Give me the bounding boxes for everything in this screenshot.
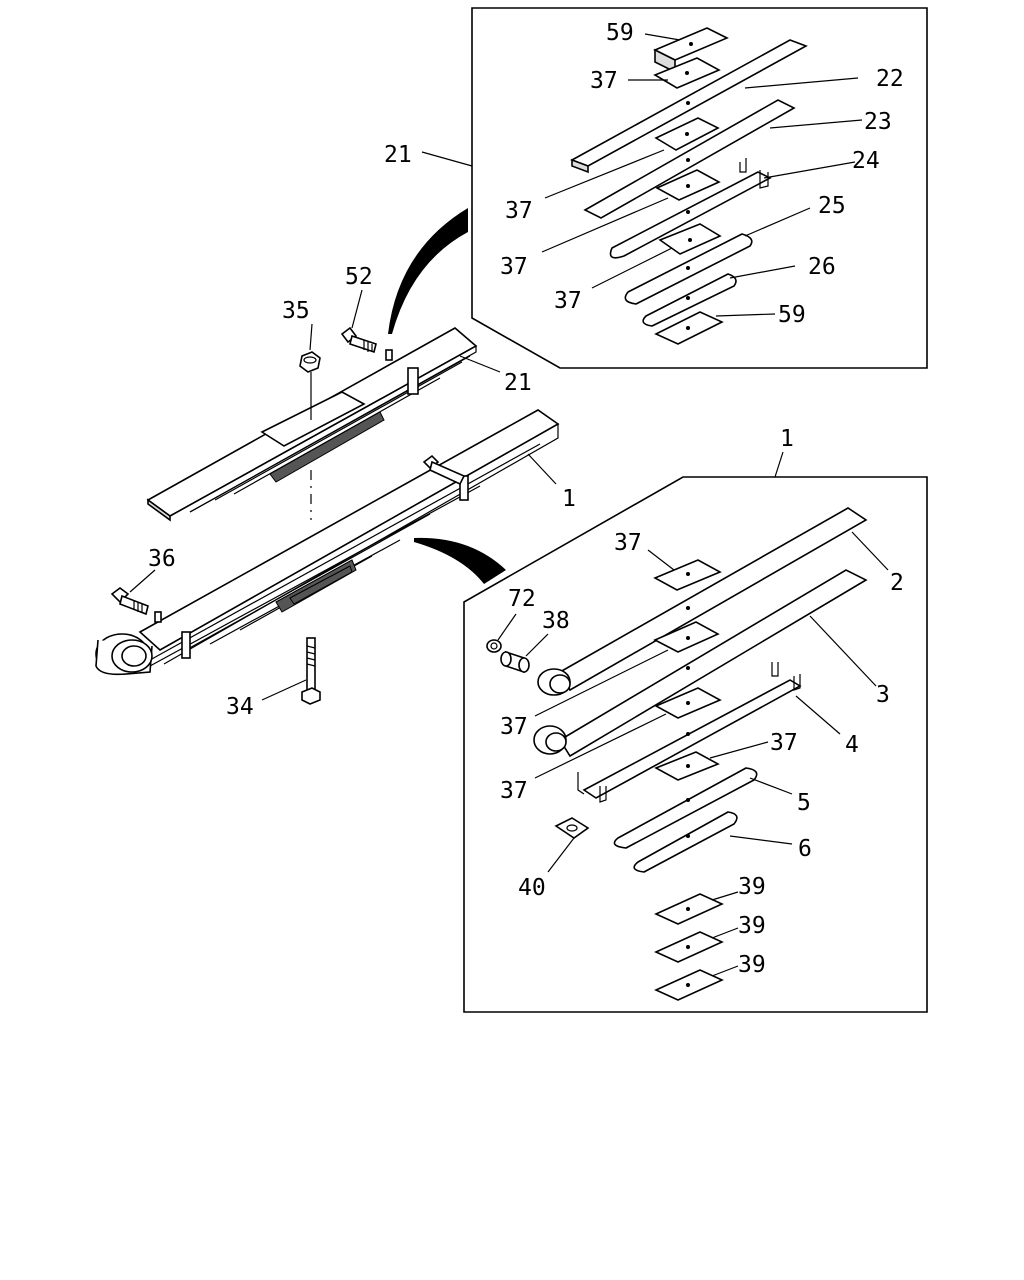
insert-37-e xyxy=(653,559,722,591)
callout-59: 59 xyxy=(778,302,806,328)
leaf-23 xyxy=(583,99,796,219)
callout-24: 24 xyxy=(852,148,880,174)
callout-38: 38 xyxy=(542,608,570,634)
callout-39: 39 xyxy=(738,913,766,939)
insert-37-h xyxy=(654,751,720,781)
callout-52: 52 xyxy=(345,264,373,290)
callout-5: 5 xyxy=(797,790,811,816)
leaf-26 xyxy=(642,273,737,327)
spring-assembly-1 xyxy=(95,409,560,676)
leaders-lower-box xyxy=(497,531,889,977)
nut-35 xyxy=(299,351,321,373)
bushing-72 xyxy=(486,639,502,653)
leaf-24 xyxy=(609,158,772,259)
leaf-3 xyxy=(533,569,868,758)
callout-23: 23 xyxy=(864,109,892,135)
insert-37-a xyxy=(653,57,721,89)
callout-37: 37 xyxy=(500,714,528,740)
pad-59-bottom xyxy=(654,311,724,345)
pad-39-c xyxy=(654,969,724,1001)
callout-37: 37 xyxy=(554,288,582,314)
callout-25: 25 xyxy=(818,193,846,219)
callouts-top-box: 59 37 22 23 21 37 24 25 37 37 26 59 xyxy=(384,20,904,328)
callout-35: 35 xyxy=(282,298,310,324)
callout-6: 6 xyxy=(798,836,812,862)
arrow-to-detail-21 xyxy=(388,208,468,334)
leaders-top-box xyxy=(421,33,863,317)
bolt-52 xyxy=(340,326,377,354)
callout-37: 37 xyxy=(500,254,528,280)
callout-3: 3 xyxy=(876,682,890,708)
callout-34: 34 xyxy=(226,694,254,720)
callout-21: 21 xyxy=(504,370,532,396)
detail-box-1: 1 xyxy=(463,426,928,1013)
plate-40 xyxy=(554,817,590,839)
pad-39-a xyxy=(654,893,724,925)
bushing-38 xyxy=(500,650,530,674)
arrow-to-detail-1 xyxy=(414,537,506,584)
callout-1: 1 xyxy=(562,486,576,512)
callout-37: 37 xyxy=(770,730,798,756)
leaf-25 xyxy=(624,233,753,305)
callout-1: 1 xyxy=(780,426,794,452)
callout-4: 4 xyxy=(845,732,859,758)
callout-26: 26 xyxy=(808,254,836,280)
callout-37: 37 xyxy=(505,198,533,224)
spring-assembly-21 xyxy=(146,327,478,522)
callout-37: 37 xyxy=(590,68,618,94)
leaf-4 xyxy=(577,662,802,803)
callout-37: 37 xyxy=(614,530,642,556)
callout-72: 72 xyxy=(508,586,536,612)
callout-39: 39 xyxy=(738,874,766,900)
callouts-main: 52 35 21 1 36 34 xyxy=(148,264,576,720)
leaders-main xyxy=(129,289,557,701)
insert-37-f xyxy=(654,687,722,719)
callout-59: 59 xyxy=(606,20,634,46)
leaf-6 xyxy=(633,811,738,873)
callout-39: 39 xyxy=(738,952,766,978)
callout-2: 2 xyxy=(890,570,904,596)
callout-22: 22 xyxy=(876,66,904,92)
bolt-36 xyxy=(110,587,149,616)
callouts-lower-box: 37 2 72 38 3 37 37 4 37 5 6 40 39 39 39 xyxy=(500,530,904,978)
callout-21: 21 xyxy=(384,142,412,168)
leaf-22 xyxy=(570,39,808,174)
callout-36: 36 xyxy=(148,546,176,572)
pad-39-b xyxy=(654,931,724,963)
center-bolt-34 xyxy=(301,637,321,705)
detail-box-21 xyxy=(471,7,928,369)
callout-37: 37 xyxy=(500,778,528,804)
leaf-2 xyxy=(537,507,868,696)
callout-40: 40 xyxy=(518,875,546,901)
